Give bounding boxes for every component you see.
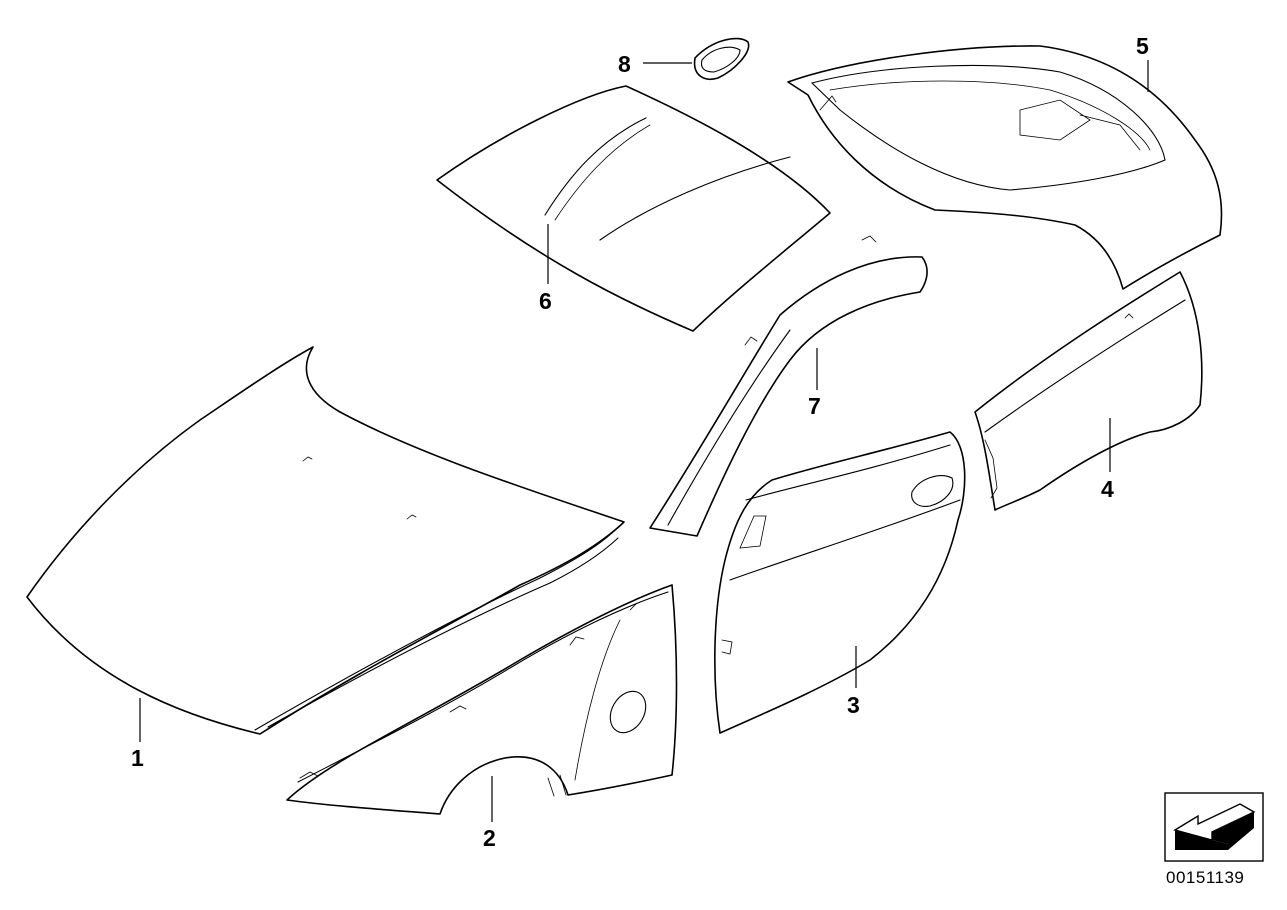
svg-text:2: 2: [483, 825, 496, 851]
svg-text:8: 8: [618, 51, 631, 77]
callout-2: 2: [483, 776, 496, 851]
rear-quarter-panel: [974, 271, 1203, 511]
rear-boot-lid: [787, 45, 1223, 290]
a-pillar-frame: [170, 0, 928, 537]
callout-6: 6: [539, 224, 552, 314]
svg-text:3: 3: [847, 692, 860, 718]
bonnet-panel: [26, 346, 625, 735]
front-arrow-icon: [1164, 792, 1264, 862]
door-panel: [714, 431, 966, 734]
callout-8: 8: [618, 51, 692, 77]
svg-text:5: 5: [1136, 33, 1149, 59]
emblem-cap: [693, 37, 750, 80]
callout-4: 4: [1101, 418, 1114, 502]
svg-text:7: 7: [808, 393, 821, 419]
callout-5: 5: [1136, 33, 1149, 92]
front-wing-panel: [286, 584, 678, 815]
svg-text:4: 4: [1101, 476, 1114, 502]
svg-text:1: 1: [131, 745, 144, 771]
roof-panel: [436, 85, 831, 332]
callout-7: 7: [808, 348, 821, 419]
svg-text:6: 6: [539, 288, 552, 314]
callout-3: 3: [847, 646, 860, 718]
document-id: 00151139: [1166, 868, 1245, 887]
callout-1: 1: [131, 698, 144, 771]
